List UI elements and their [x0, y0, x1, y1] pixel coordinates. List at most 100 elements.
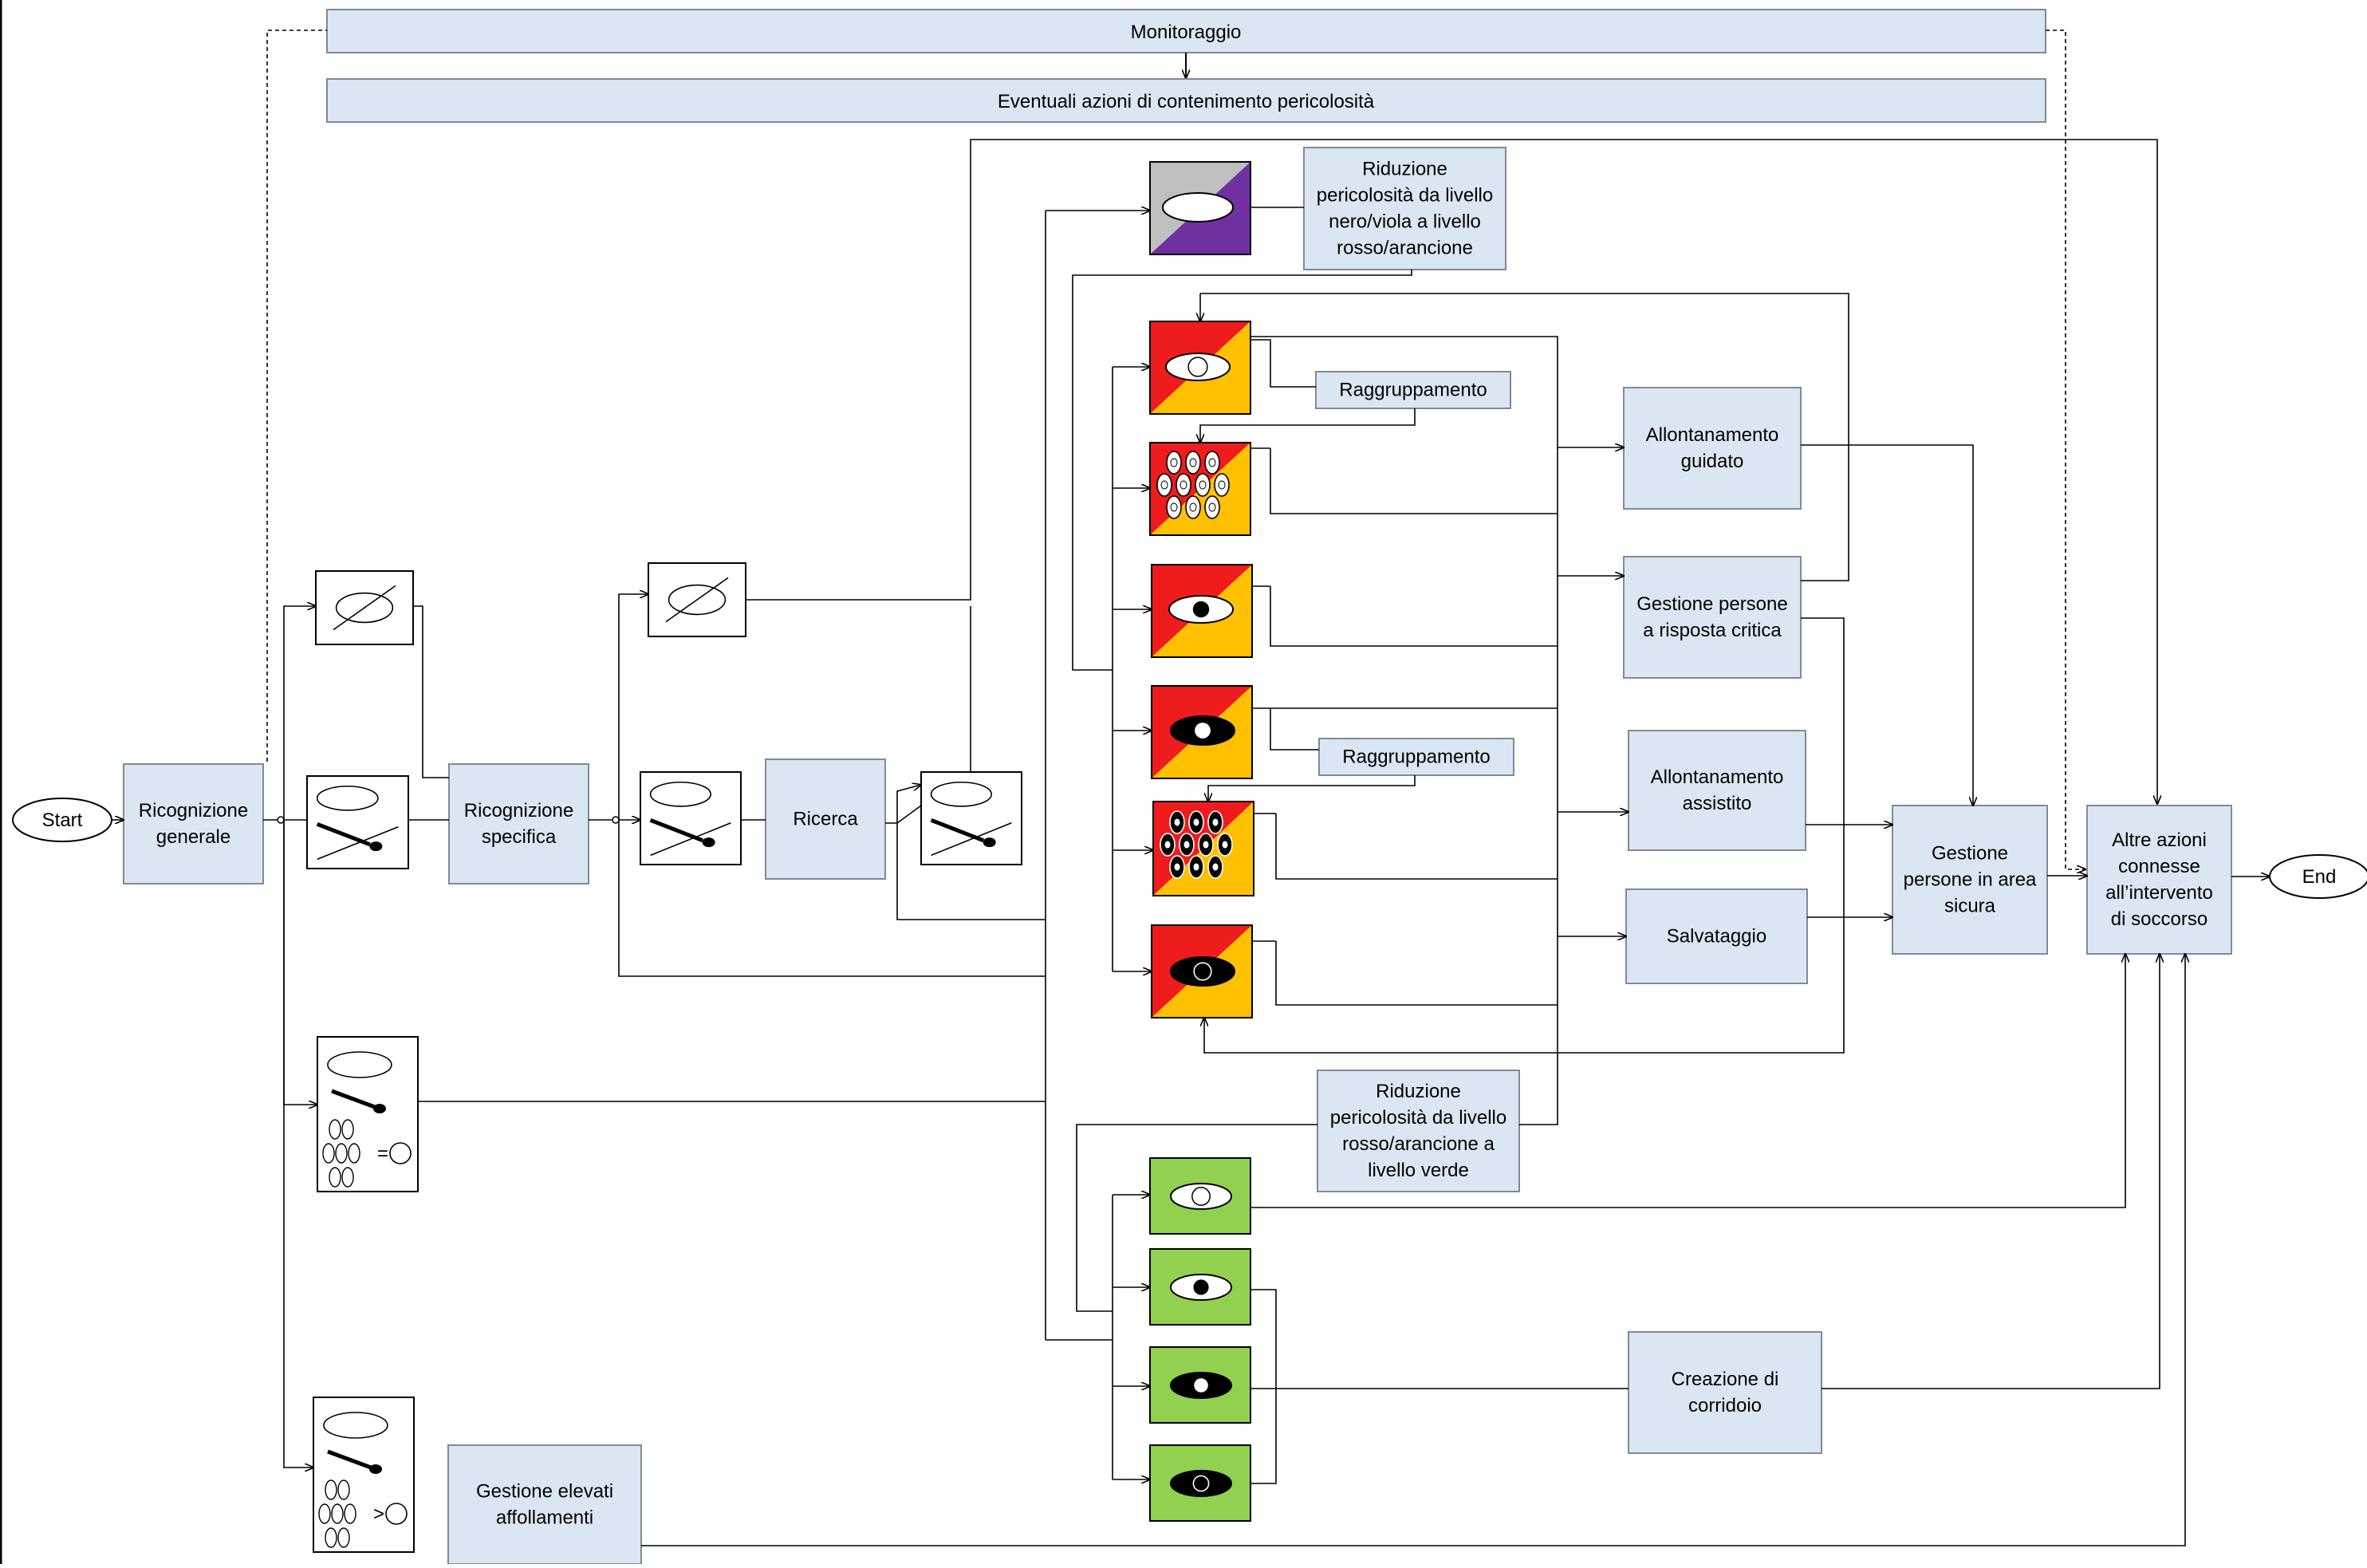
connector — [283, 820, 313, 1468]
connector — [885, 822, 1046, 920]
tile-probe-1[interactable] — [306, 775, 409, 869]
eye-icon — [327, 1051, 392, 1078]
green-tile-black-eye[interactable] — [1149, 1346, 1251, 1424]
tile-probe-3[interactable] — [920, 771, 1022, 865]
end-label: End — [2302, 866, 2337, 888]
containment-bar[interactable]: Eventuali azioni di contenimento pericol… — [326, 78, 2046, 123]
connector — [896, 785, 921, 823]
connector — [1275, 814, 1558, 880]
green-tile-white-eye[interactable] — [1149, 1157, 1251, 1235]
connector — [1270, 448, 1558, 514]
tile-probe-2[interactable] — [640, 771, 742, 865]
rescue-label: Salvataggio — [1667, 925, 1766, 947]
monitoring-label: Monitoraggio — [1131, 22, 1242, 43]
connector — [896, 805, 922, 824]
connector — [618, 820, 1046, 977]
grouping-1-label: Raggruppamento — [1339, 379, 1487, 400]
connector — [283, 606, 316, 820]
dashed-monitor-link-right — [2046, 30, 2085, 869]
connector — [1250, 1289, 1277, 1484]
connector — [1250, 339, 1316, 388]
branch-node — [277, 816, 285, 824]
grouping-2-label: Raggruppamento — [1342, 746, 1490, 767]
connector — [1200, 408, 1416, 443]
connector — [1822, 954, 2160, 1389]
probe-icon — [327, 1449, 372, 1470]
green-tile-black-ring-eye[interactable] — [1149, 1444, 1251, 1522]
dashed-monitor-link-left — [266, 30, 327, 762]
connector — [746, 139, 2157, 804]
start-label: Start — [42, 810, 83, 831]
empty-eye-icon — [668, 584, 727, 616]
eye-icon — [649, 781, 712, 807]
connector — [618, 594, 648, 820]
hazard-tile-red-black-crowd[interactable] — [1152, 801, 1254, 896]
hazard-tile-red-white-crowd[interactable] — [1149, 442, 1251, 536]
comparison-symbol: = — [377, 1143, 388, 1164]
connector — [1250, 954, 2125, 1208]
containment-label: Eventuali azioni di contenimento pericol… — [998, 91, 1375, 112]
eye-icon — [316, 785, 379, 811]
comparison-symbol: > — [373, 1503, 384, 1525]
connectors — [112, 139, 2270, 1546]
connector — [641, 954, 2185, 1546]
tile-crowd-equal[interactable]: = — [317, 1036, 419, 1192]
branch-node — [612, 816, 620, 824]
connector — [1849, 444, 1973, 806]
empty-eye-icon — [335, 592, 394, 624]
connector — [1275, 941, 1558, 1006]
hazard-tile-red-black-eye[interactable] — [1151, 685, 1253, 779]
icon-tiles: => — [306, 161, 1254, 1553]
connector — [1200, 293, 1849, 581]
tile-crowd-greater[interactable]: > — [313, 1397, 415, 1553]
hazard-tile-red-white-eye[interactable] — [1149, 321, 1251, 415]
tile-no-perception-1[interactable] — [315, 570, 414, 645]
connector — [413, 605, 449, 778]
hazard-tile-red-pupil-eye[interactable] — [1151, 564, 1253, 658]
monitoring-bar[interactable]: Monitoraggio — [326, 9, 2046, 53]
connector — [1270, 708, 1319, 751]
search-box[interactable]: Ricerca — [765, 758, 886, 880]
search-label: Ricerca — [793, 808, 858, 829]
connector — [1076, 1124, 1317, 1312]
tile-no-perception-2[interactable] — [648, 562, 746, 637]
rescue-box[interactable]: Salvataggio — [1625, 888, 1808, 984]
connector — [1204, 617, 1845, 1054]
grouping-1-box[interactable]: Raggruppamento — [1315, 371, 1511, 409]
connector — [1270, 586, 1558, 647]
hazard-tile-black-purple[interactable] — [1149, 161, 1251, 255]
eye-icon — [1162, 192, 1234, 223]
connector — [1072, 270, 1412, 671]
green-tile-pupil-eye[interactable] — [1149, 1248, 1251, 1326]
hazard-tile-red-black-ring-eye[interactable] — [1151, 924, 1253, 1018]
probe-icon — [331, 1089, 376, 1109]
grouping-2-box[interactable]: Raggruppamento — [1318, 738, 1514, 776]
start-terminal[interactable]: Start — [12, 798, 112, 842]
eye-icon — [930, 781, 992, 807]
end-terminal[interactable]: End — [2269, 854, 2367, 899]
